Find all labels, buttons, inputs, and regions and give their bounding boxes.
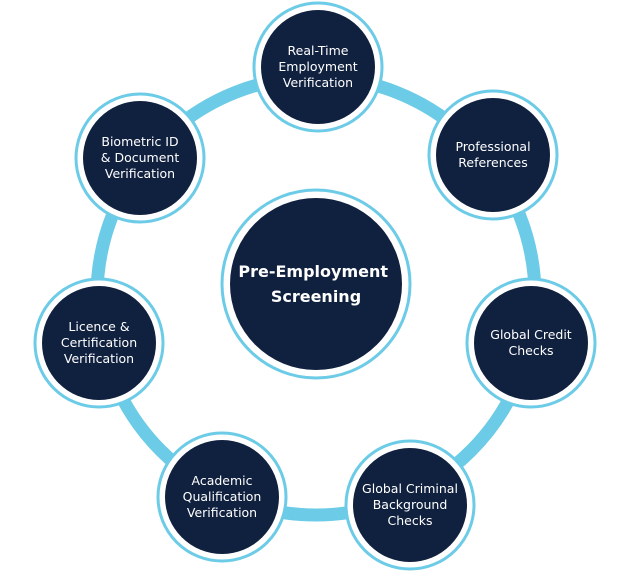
node-label-line: Professional xyxy=(455,139,530,154)
node-label-line: Global Criminal xyxy=(362,481,458,496)
node-label-line: & Document xyxy=(101,150,180,165)
node-circle xyxy=(42,286,156,400)
node-label-line: Verification xyxy=(105,166,175,181)
node-label-line: Licence & xyxy=(68,319,129,334)
node-circle xyxy=(261,10,375,124)
node-label-line: Academic xyxy=(191,473,252,488)
center-label-line-2: Screening xyxy=(271,287,361,306)
node-label-line: Certification xyxy=(61,335,137,350)
node-label-line: References xyxy=(458,155,527,170)
node-label-line: Checks xyxy=(388,513,433,528)
node-label-line: Verification xyxy=(187,505,257,520)
node-circle xyxy=(165,440,279,554)
node-label-line: Global Credit xyxy=(490,327,572,342)
node-label-line: Qualification xyxy=(183,489,262,504)
node-label-line: Verification xyxy=(64,351,134,366)
center-node: Pre-Employment Screening xyxy=(220,188,412,380)
node-circle xyxy=(436,98,550,212)
node-label-line: Employment xyxy=(278,59,357,74)
node-label-line: Checks xyxy=(509,343,554,358)
node-label-line: Real-Time xyxy=(288,43,349,58)
node-circle xyxy=(83,101,197,215)
center-label-line-1: Pre-Employment xyxy=(238,262,388,281)
node-circle xyxy=(474,286,588,400)
node-label-line: Background xyxy=(373,497,448,512)
center-node-label: Pre-Employment Screening xyxy=(238,262,393,306)
node-label-line: Biometric ID xyxy=(101,134,178,149)
node-label-line: Verification xyxy=(283,75,353,90)
center-node-circle xyxy=(230,198,402,370)
node-circle xyxy=(353,448,467,562)
